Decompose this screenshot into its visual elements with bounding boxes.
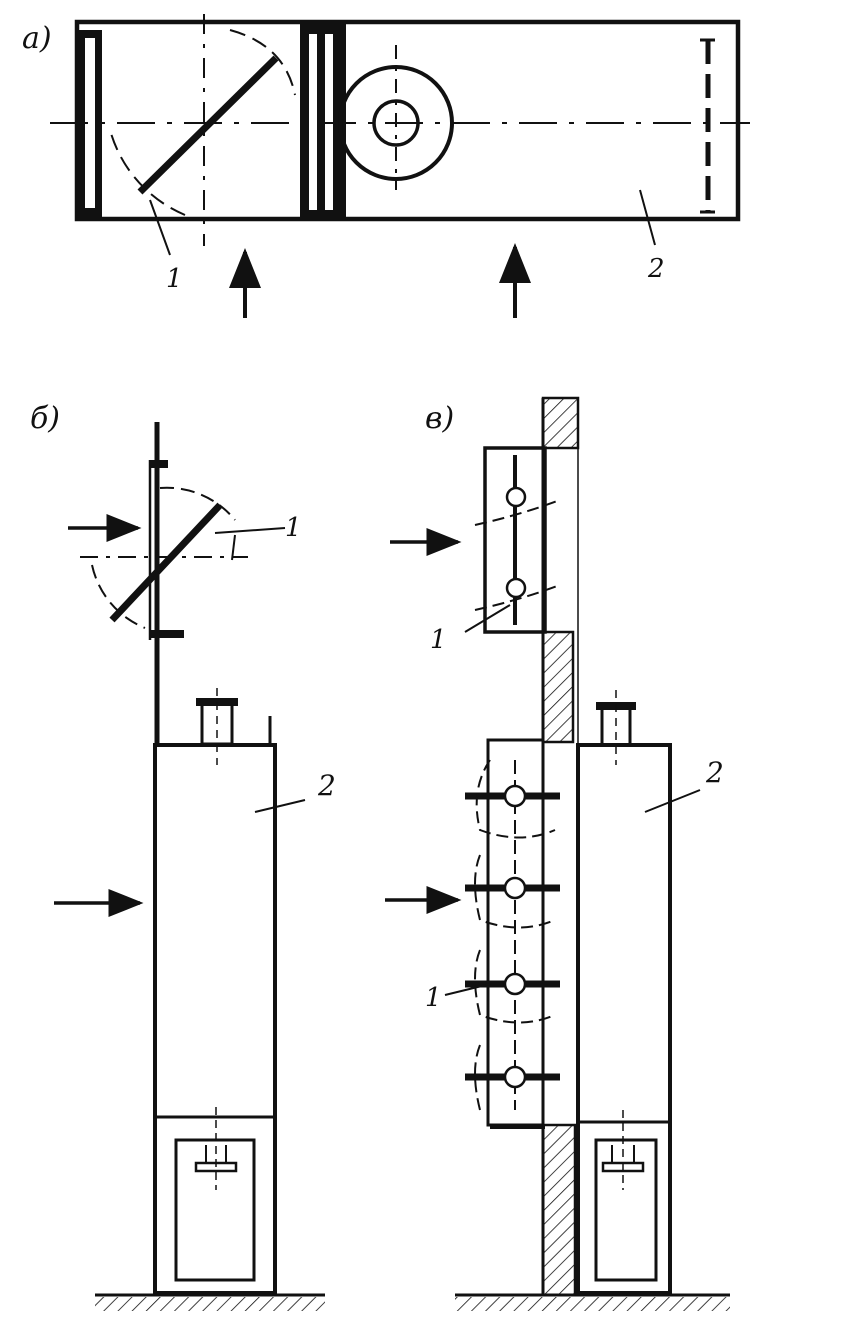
mast-flange-bottom [150,630,184,638]
callout-1-lower-leader [444,983,491,996]
upper-sweep-1 [474,499,561,526]
callout-2: 2 [317,769,336,802]
callout-2-leader [639,189,656,246]
panel-a: а) 1 2 [22,14,750,318]
lower-compartment [174,1138,256,1282]
louvre-sweep [474,949,556,1024]
upper-pivot-1 [505,486,527,508]
cabinet [576,743,672,1295]
louvre-sweep [475,759,556,839]
louvre-blades [465,759,560,1111]
callout-1: 1 [166,264,183,294]
louvre-pivot [503,876,527,900]
louvre-pivot [503,784,527,808]
callout-2: 2 [705,756,724,789]
callout-1-leader [149,199,171,256]
panel-b-label: б) [30,401,60,436]
wall-upper [541,396,580,450]
upper-sweep-2 [474,584,561,611]
callout-2-leader [644,789,701,813]
damper-blade [137,55,279,195]
cabinet [153,743,277,1295]
upper-louvre-box [483,446,547,634]
upper-pivot-2 [505,577,527,599]
callout-2-leader [254,799,306,813]
damper-sweep-arc-top [229,29,296,96]
callout-2: 2 [647,254,665,284]
panel-c-label: в) [425,401,454,436]
louvre-pivot [503,972,527,996]
floor-hatch [95,1297,325,1311]
tick [231,534,236,561]
left-frame-slot [85,38,95,208]
damper-sweep-arc [159,486,236,521]
mast-flange-top [150,460,168,468]
panel-b: б) 1 2 [30,401,336,1311]
wall-middle [541,630,575,744]
wall-lower [541,1123,577,1297]
callout-1-lower: 1 [425,983,442,1013]
damper-sweep-arc-lower [91,564,146,629]
damper-axis-upper [214,527,286,534]
panel-a-label: а) [22,21,52,56]
housing-outline [74,19,741,222]
callout-1-leader [464,604,511,633]
louvre-sweep [474,1044,481,1111]
lower-compartment [594,1138,658,1282]
louvre-pivot [503,1065,527,1089]
panel-c: в) 1 [385,396,730,1311]
floor-hatch [455,1297,730,1311]
callout-1: 1 [285,513,302,543]
damper-blade [109,502,223,623]
louvre-sweep [474,854,556,929]
callout-1: 1 [430,625,447,655]
middle-frame-slot-1 [309,34,317,210]
damper-sweep-arc [109,129,186,216]
